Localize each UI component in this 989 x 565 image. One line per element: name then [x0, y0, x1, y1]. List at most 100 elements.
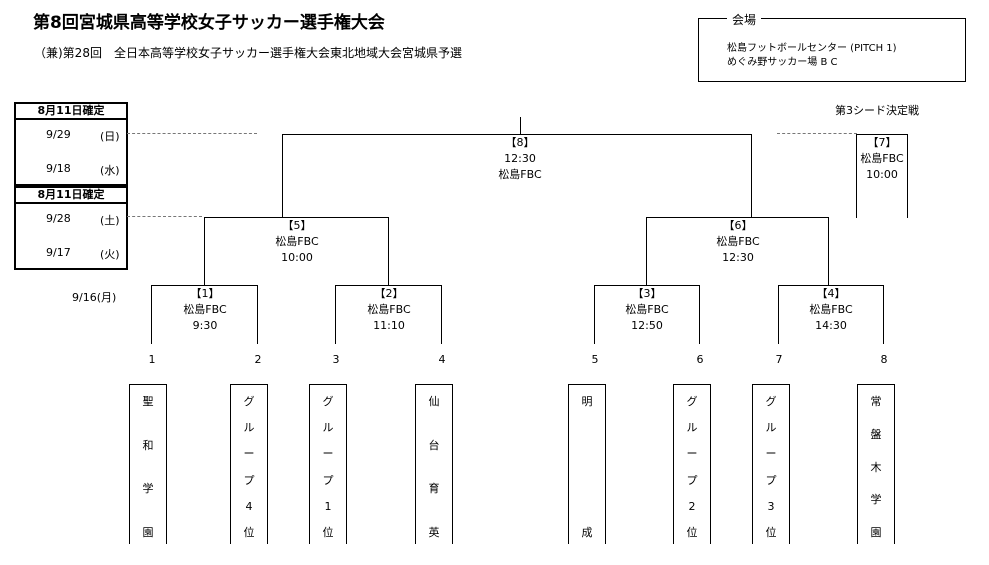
team-box-2: グ ル ー プ 4 位 [230, 384, 268, 544]
bracket-line [856, 134, 908, 135]
team-box-5: 明 成 [568, 384, 606, 544]
match-number: 【1】 [190, 287, 220, 300]
team-char: 位 [322, 525, 334, 539]
team-box-3: グ ル ー プ 1 位 [309, 384, 347, 544]
bracket-line [883, 285, 884, 344]
schedule-date: 9/17 [46, 246, 71, 259]
position-number: 8 [880, 353, 888, 366]
venue-line-1: 松島フットボールセンター (PITCH 1) [727, 43, 897, 54]
position-number: 2 [254, 353, 262, 366]
match-time: 12:50 [631, 319, 663, 332]
team-char: プ [322, 473, 334, 487]
team-box-6: グ ル ー プ 2 位 [673, 384, 711, 544]
bracket-line [778, 285, 779, 344]
team-char: ル [243, 421, 255, 435]
match-venue: 松島FBC [275, 235, 319, 248]
bracket-line [151, 285, 258, 286]
bracket-line [778, 285, 884, 286]
team-char: 盤 [870, 427, 882, 441]
match-venue: 松島FBC [860, 152, 904, 165]
match-venue: 松島FBC [498, 168, 542, 181]
bracket-line [646, 217, 829, 218]
team-char: 仙 [428, 395, 440, 408]
bracket-line [520, 117, 521, 135]
schedule-date: 9/28 [46, 212, 71, 225]
match-1: 【1】 松島FBC 9:30 [155, 286, 255, 334]
venue-label: 会場 [727, 11, 762, 28]
match-time: 10:00 [281, 251, 313, 264]
team-char: 位 [686, 525, 698, 539]
match-time: 11:10 [373, 319, 405, 332]
schedule-date: 9/29 [46, 128, 71, 141]
team-char: ー [322, 447, 334, 461]
team-box-7: グ ル ー プ 3 位 [752, 384, 790, 544]
team-box-4: 仙 台 育 英 [415, 384, 453, 544]
schedule-block-1: 9/29 (日) 9/18 (水) [14, 118, 128, 186]
match-6: 【6】 松島FBC 12:30 [688, 218, 788, 266]
bracket-line [856, 134, 857, 218]
bracket-line [594, 285, 595, 344]
match-7: 【7】 松島FBC 10:00 [832, 135, 932, 183]
bracket-line [282, 134, 752, 135]
dashed-connector [777, 133, 857, 134]
team-char: グ [686, 395, 698, 408]
venue-box: 松島フットボールセンター (PITCH 1) めぐみ野サッカー場 B C [698, 18, 966, 82]
team-char: 園 [142, 525, 154, 539]
team-char: 学 [142, 482, 154, 496]
page-subtitle: （兼)第28回 全日本高等学校女子サッカー選手権大会東北地域大会宮城県予選 [34, 46, 462, 60]
match-8: 【8】 12:30 松島FBC [470, 135, 570, 183]
match-4: 【4】 松島FBC 14:30 [781, 286, 881, 334]
schedule-header-1: 8月11日確定 [14, 102, 128, 118]
team-char: ル [765, 421, 777, 435]
position-number: 5 [591, 353, 599, 366]
match-time: 14:30 [815, 319, 847, 332]
schedule-block-2: 9/28 (土) 9/17 (火) [14, 202, 128, 270]
team-char: 学 [870, 493, 882, 507]
bracket-line [388, 217, 389, 286]
bracket-line [257, 285, 258, 344]
team-char: 英 [428, 525, 440, 539]
bracket-line [646, 217, 647, 286]
team-char: ー [243, 447, 255, 461]
match-time: 9:30 [192, 319, 218, 332]
bracket-line [828, 217, 829, 286]
team-char: 4 [245, 499, 253, 513]
match-number: 【4】 [816, 287, 846, 300]
match-5: 【5】 松島FBC 10:00 [247, 218, 347, 266]
team-char: ー [686, 447, 698, 461]
match-number: 【8】 [505, 136, 535, 149]
team-char: 和 [142, 438, 154, 452]
team-char: プ [243, 473, 255, 487]
page-title: 第8回宮城県高等学校女子サッカー選手権大会 [33, 13, 385, 33]
match-number: 【3】 [632, 287, 662, 300]
bracket-line [204, 217, 389, 218]
team-char: 1 [324, 499, 332, 513]
bracket-line [335, 285, 336, 344]
schedule-day: (火) [100, 248, 120, 261]
match-venue: 松島FBC [809, 303, 853, 316]
team-char: グ [765, 395, 777, 408]
position-number: 1 [148, 353, 156, 366]
bracket-line [151, 285, 152, 344]
match-number: 【5】 [282, 219, 312, 232]
bracket-line [751, 134, 752, 218]
schedule-day: (水) [100, 164, 120, 177]
team-char: 位 [765, 525, 777, 539]
bracket-line [907, 134, 908, 218]
match-venue: 松島FBC [625, 303, 669, 316]
bracket-line [699, 285, 700, 344]
team-char: 園 [870, 526, 882, 539]
schedule-day: (土) [100, 214, 120, 227]
team-char: ル [686, 421, 698, 435]
team-char: 2 [688, 499, 696, 513]
team-char: 成 [581, 526, 593, 539]
position-number: 3 [332, 353, 340, 366]
first-round-date: 9/16(月) [72, 291, 117, 304]
match-venue: 松島FBC [183, 303, 227, 316]
team-char: 聖 [142, 395, 154, 408]
team-char: グ [243, 395, 255, 408]
position-number: 6 [696, 353, 704, 366]
match-3: 【3】 松島FBC 12:50 [597, 286, 697, 334]
bracket-line [204, 217, 205, 286]
dashed-connector [127, 216, 202, 217]
